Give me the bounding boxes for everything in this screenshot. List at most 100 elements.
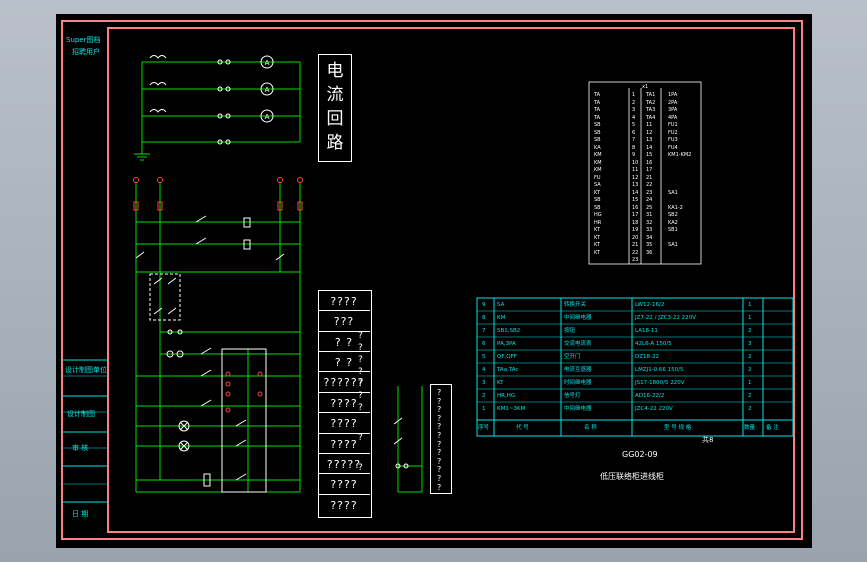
terminal-table-cell: 10 (632, 159, 639, 166)
terminal-table-cell: 3 (632, 107, 636, 113)
function-label-divider (318, 391, 370, 393)
terminal-table-cell: KM (594, 159, 602, 166)
function-label-divider (318, 371, 370, 373)
terminal-table-cell: HG (594, 212, 602, 218)
bom-cell-name: 中间继电器 (564, 315, 592, 321)
bom-cell-no: 7 (482, 328, 486, 334)
bom-cell-qty: 2 (748, 406, 752, 412)
terminal-table-cell: 13 (632, 182, 639, 188)
function-label: ?????? (323, 376, 365, 390)
bom-cell-code: HR,HG (497, 393, 516, 399)
bom-cell-no: 5 (482, 354, 486, 360)
bom-header-model: 型 号 规 格 (664, 425, 692, 431)
current-circuit-title-2: 流 (326, 85, 344, 105)
bom-cell-code: SA (497, 302, 505, 308)
bom-cell-model: LW12-16/2 (635, 302, 665, 308)
terminal-table-cell: 12 (632, 174, 639, 181)
function-label: ???? (330, 478, 358, 492)
terminal-table-cell: 35 (646, 242, 653, 248)
outer-border (61, 20, 803, 540)
terminal-table-cell: 16 (646, 159, 653, 166)
terminal-table-cell: SA (594, 182, 601, 188)
terminal-table-cell: 3PA (668, 107, 678, 113)
bom-cell-no: 8 (482, 315, 486, 321)
function-label-divider (318, 493, 370, 495)
side-question-mark: ? (358, 343, 363, 353)
switch-contacts (135, 215, 285, 493)
bom-cell-qty: 1 (748, 315, 752, 321)
boxed-question-mark: ? (437, 396, 442, 406)
bom-cell-qty: 1 (748, 380, 752, 386)
ammeter-glyphs: AAA (265, 59, 270, 121)
terminal-table-cell: 8 (632, 144, 636, 151)
terminal-table-cell: 21 (632, 242, 639, 248)
inner-border (107, 27, 795, 533)
terminal-table-cell: 14 (646, 144, 653, 151)
control-terminals (133, 177, 303, 211)
function-label: ??? (333, 315, 355, 329)
bom-header-name: 名 称 (584, 425, 597, 431)
terminal-table-cell: TA2 (646, 99, 656, 106)
bom-cell-qty: 2 (748, 354, 752, 360)
terminal-table-cell: FU2 (668, 129, 678, 136)
terminal-table-cell: FU1 (668, 122, 678, 128)
terminal-table-cell: 24 (646, 197, 653, 203)
terminal-table-cell: 2 (632, 99, 636, 106)
function-label-divider (318, 330, 370, 332)
terminal-table-cell: SA1 (668, 189, 678, 196)
terminal-table-cell: 4 (632, 114, 636, 121)
terminal-table-cell: 17 (646, 167, 653, 173)
boxed-question-mark: ? (437, 431, 442, 440)
terminal-table-cell: SB1 (668, 227, 678, 233)
side-question-mark: ? (358, 331, 363, 341)
terminal-table-cell: KT (594, 189, 600, 196)
terminal-table-cell: KM (594, 152, 602, 158)
terminal-table-cell: 15 (632, 197, 639, 203)
side-question-mark: ? (358, 433, 363, 443)
bom-cell-name: 信号灯 (564, 393, 581, 399)
sheet-number: 共8 (702, 436, 714, 444)
function-label: ???? (330, 295, 358, 308)
terminal-table-cell: FU (594, 174, 601, 181)
bom-header-remark: 备 注 (766, 425, 779, 431)
bom-cell-qty: 2 (748, 367, 752, 373)
terminal-table-cell: 5 (632, 122, 636, 128)
interlock-sketch (397, 386, 423, 493)
terminal-table-cell: KM (594, 167, 602, 173)
bom-cell-model: 42L6-A 150/5 (635, 341, 672, 347)
boxed-question-mark: ? (437, 422, 442, 432)
bom-cell-no: 6 (482, 341, 486, 347)
terminal-table-cell: 1 (632, 92, 636, 98)
function-label: ????? (326, 457, 362, 471)
function-label-column (318, 290, 372, 518)
bom-cell-qty: 2 (748, 393, 752, 399)
terminal-table-cell: 11 (632, 167, 639, 173)
terminal-table-cell: 20 (632, 234, 639, 241)
bom-cell-qty: 3 (748, 341, 752, 347)
terminal-table-cell: 21 (646, 174, 653, 181)
terminal-table-cell: 11 (646, 122, 653, 128)
terminal-table-cell: KA2 (668, 219, 678, 226)
terminal-table-cell: 15 (646, 152, 653, 158)
function-label-divider (318, 412, 370, 414)
bom-header-code: 代 号 (516, 425, 529, 431)
terminal-table-cell: SB (594, 197, 601, 203)
function-label-divider (318, 473, 370, 475)
bom-cell-code: PA,3PA (497, 341, 516, 347)
terminal-table-cell: 31 (646, 212, 653, 218)
bom-cell-code: KM1~3KM (497, 406, 526, 412)
bom-cell-no: 4 (482, 367, 486, 373)
side-question-mark: ? (358, 403, 363, 413)
terminal-table-cell: 7 (632, 137, 636, 143)
bom-cell-no: 1 (482, 406, 486, 412)
boxed-question-mark: ? (437, 456, 442, 466)
side-label-company: 设计制图单位 (65, 366, 107, 374)
bom-cell-model: JZC4-22 220V (635, 406, 673, 412)
bom-cell-no: 3 (482, 380, 486, 386)
terminal-table-cell: SB (594, 204, 601, 211)
terminal-table-cell: 22 (632, 249, 639, 256)
boxed-question-mark: ? (437, 482, 442, 492)
bom-cell-model: LA18-11 (635, 328, 658, 334)
bom-cell-name: 交流电流表 (564, 341, 592, 347)
logo-text: Super图档 (66, 36, 101, 44)
